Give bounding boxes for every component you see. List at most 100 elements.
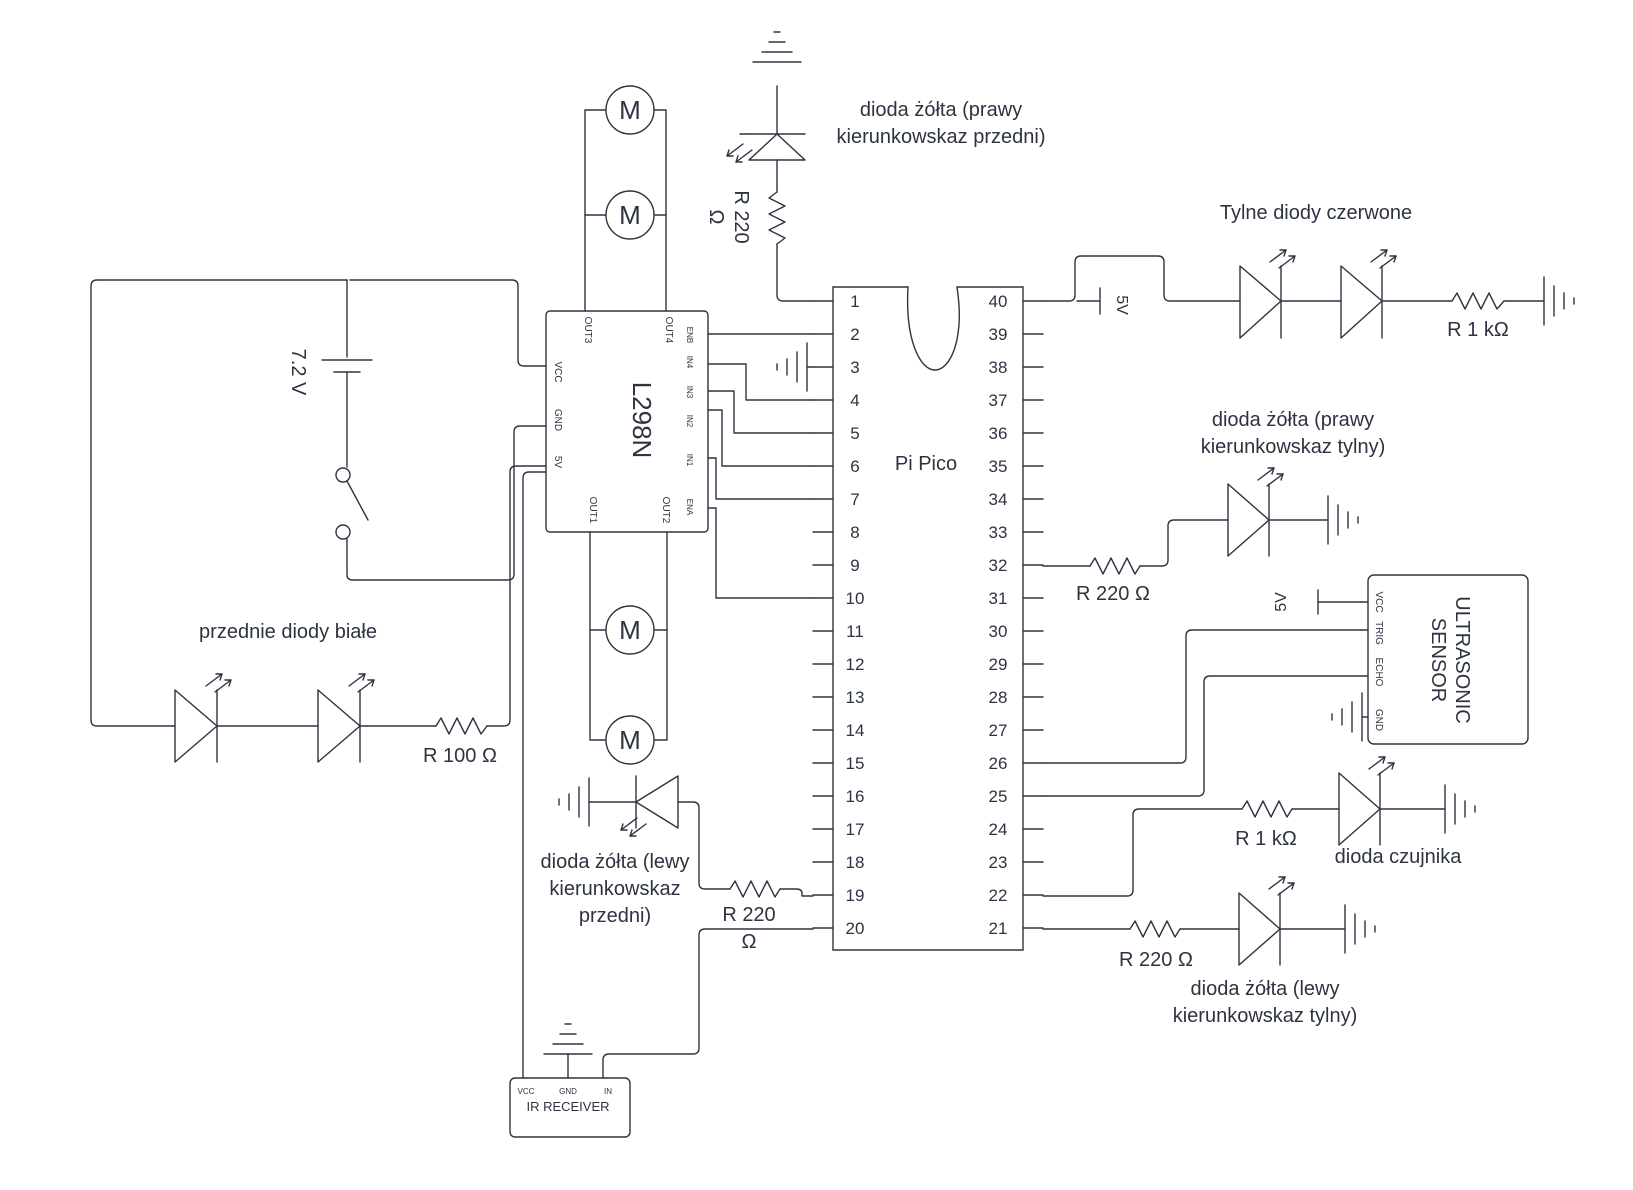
pico-pin-26: 26 (989, 754, 1044, 773)
pin-out2: OUT2 (660, 497, 671, 524)
left-front-yellow-resistor-1: R 220 (722, 904, 775, 926)
pin-in3: IN3 (685, 386, 694, 399)
rear-red-leds: 5V Tylne diody czerwone R 1 kΩ (1042, 202, 1575, 341)
right-front-yellow-led: dioda żółta (prawy kierunkowskaz przedni… (705, 31, 1045, 302)
left-front-yellow-label-3: przedni) (579, 905, 651, 927)
pin-in2: IN2 (685, 415, 694, 428)
pico-pin-1: 1 (812, 292, 860, 311)
driver-control-wires (707, 333, 814, 599)
pico-pin-29: 29 (989, 655, 1044, 674)
pico-pin-20: 20 (812, 919, 865, 938)
motor-2 (605, 190, 655, 240)
pico-pin-32: 32 (989, 556, 1044, 575)
pico-pin-25: 25 (989, 787, 1044, 806)
right-front-yellow-label-1: dioda żółta (prawy (860, 99, 1022, 121)
left-rear-yellow-label-2: kierunkowskaz tylny) (1173, 1005, 1358, 1027)
pin-out4: OUT4 (663, 317, 674, 344)
pico-pin-label: 6 (850, 457, 859, 476)
pico-label: Pi Pico (895, 453, 957, 475)
pico-pin-37: 37 (989, 391, 1044, 410)
pico-pin-11: 11 (812, 622, 864, 641)
pico-pin-label: 25 (989, 787, 1008, 806)
pico-pin-33: 33 (989, 523, 1044, 542)
pico-pin-3: 3 (812, 358, 860, 377)
pico-pin-label: 33 (989, 523, 1008, 542)
pico-pin-label: 32 (989, 556, 1008, 575)
right-front-yellow-resistor-2: Ω (705, 210, 727, 225)
left-front-yellow-label-2: kierunkowskaz (549, 878, 680, 900)
front-white-leds: przednie diody białe R 100 Ω (90, 279, 547, 767)
pin-ena: ENA (685, 499, 694, 516)
ultrasonic-pin-echo: ECHO (1373, 658, 1384, 687)
pico-pin-label: 38 (989, 358, 1008, 377)
pico-pin-label: 35 (989, 457, 1008, 476)
pico-pin-label: 2 (850, 325, 859, 344)
pin-vcc: VCC (552, 361, 563, 382)
pico-pin-18: 18 (812, 853, 865, 872)
pico-pin-17: 17 (812, 820, 865, 839)
left-rear-yellow-led: R 220 Ω dioda żółta (lewy kierunkowskaz … (1042, 876, 1376, 1027)
pico-pin-38: 38 (989, 358, 1044, 377)
pico-pin-31: 31 (989, 589, 1044, 608)
ultrasonic-pin-vcc: VCC (1373, 591, 1384, 612)
motors-top (584, 85, 667, 312)
ultrasonic-5v: 5V (1273, 592, 1290, 612)
sensor-led: dioda czujnika R 1 kΩ (1042, 756, 1476, 897)
pico-pin-label: 3 (850, 358, 859, 377)
pico-pin-13: 13 (812, 688, 865, 707)
pico-pin-24: 24 (989, 820, 1044, 839)
motor-3 (605, 605, 655, 655)
ultrasonic-title-1: ULTRASONIC (1451, 596, 1473, 723)
motors-bottom (589, 531, 668, 765)
left-rear-yellow-label-1: dioda żółta (lewy (1191, 978, 1340, 1000)
pin3-ground (776, 342, 814, 392)
pico-pin-8: 8 (812, 523, 860, 542)
pico-pin-23: 23 (989, 853, 1044, 872)
pico-pin-label: 19 (846, 886, 865, 905)
left-front-yellow-label-1: dioda żółta (lewy (541, 851, 690, 873)
ir-receiver: IR RECEIVER VCC GND IN (509, 471, 814, 1138)
pico-pin-label: 7 (850, 490, 859, 509)
pico-pin-label: 31 (989, 589, 1008, 608)
sensor-led-resistor: R 1 kΩ (1235, 828, 1297, 850)
motor-1 (605, 85, 655, 135)
ir-receiver-label: IR RECEIVER (526, 1099, 609, 1114)
pico-pin-label: 21 (989, 919, 1008, 938)
ultrasonic-title-2: SENSOR (1427, 618, 1449, 702)
pin-gnd: GND (552, 409, 563, 431)
pico-pin-label: 36 (989, 424, 1008, 443)
pico-pin-34: 34 (989, 490, 1044, 509)
pico-pin-12: 12 (812, 655, 864, 674)
pico-pin-39: 39 (989, 325, 1044, 344)
pico-pin-label: 1 (850, 292, 859, 311)
pico-pin-40: 40 (989, 292, 1044, 311)
pico-pin-5: 5 (812, 424, 860, 443)
pico-pin-14: 14 (812, 721, 865, 740)
left-front-yellow-resistor-2: Ω (742, 931, 757, 953)
pico-pin-label: 8 (850, 523, 859, 542)
pico-pin-label: 9 (850, 556, 859, 575)
pin-5v: 5V (552, 456, 563, 469)
pico-pin-label: 13 (846, 688, 865, 707)
pico-pin-label: 18 (846, 853, 865, 872)
pico-pin-label: 17 (846, 820, 865, 839)
ultrasonic-pin-trig: TRIG (1373, 621, 1384, 645)
pico-pin-label: 20 (846, 919, 865, 938)
pin-out3: OUT3 (582, 317, 593, 344)
pin-enb: ENB (685, 327, 694, 343)
pin-out1: OUT1 (587, 497, 598, 524)
pico-pin-30: 30 (989, 622, 1044, 641)
pico-pin-27: 27 (989, 721, 1044, 740)
sensor-led-label: dioda czujnika (1335, 846, 1463, 868)
pico-pin-9: 9 (812, 556, 860, 575)
pico-pin-15: 15 (812, 754, 865, 773)
pico-pin-label: 14 (846, 721, 865, 740)
pico-pin-label: 30 (989, 622, 1008, 641)
left-rear-yellow-resistor: R 220 Ω (1119, 949, 1193, 971)
pico-pin-35: 35 (989, 457, 1044, 476)
pico-pin-label: 15 (846, 754, 865, 773)
switch-contact-bottom (335, 524, 351, 540)
l298n-label: L298N (627, 382, 657, 459)
l298n-driver: L298N OUT3 OUT4 OUT1 OUT2 VCC GND 5V ENB… (545, 310, 709, 533)
